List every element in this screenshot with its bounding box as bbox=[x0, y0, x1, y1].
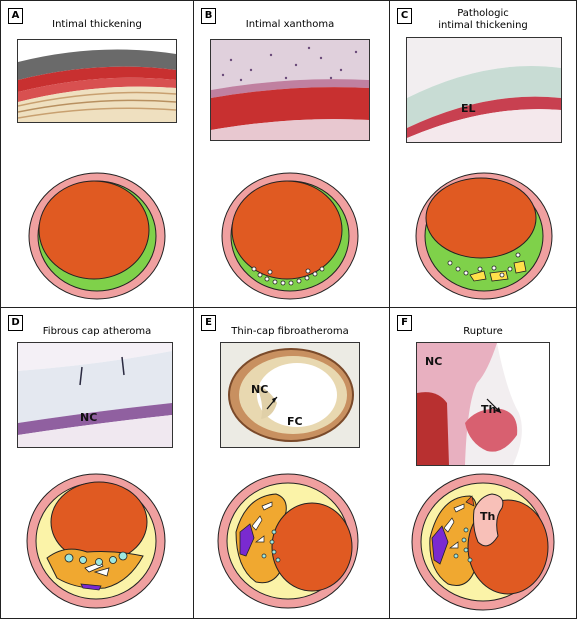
divider-horizontal bbox=[0, 307, 577, 308]
th-label: Th bbox=[481, 403, 496, 416]
artery-diagram bbox=[216, 472, 360, 610]
panel-letter: F bbox=[397, 315, 412, 331]
panel-title: Fibrous cap atheroma bbox=[42, 326, 152, 337]
nc-label: NC bbox=[251, 383, 268, 396]
fc-label: FC bbox=[287, 415, 303, 428]
nc-label: NC bbox=[425, 355, 442, 368]
artery-diagram: Th bbox=[410, 472, 556, 612]
panel-a: A Intimal thickening bbox=[1, 1, 193, 309]
panel-f: F Rupture NC Th bbox=[390, 308, 576, 616]
border-top bbox=[0, 0, 577, 1]
micrograph: NC Th bbox=[416, 342, 550, 466]
panel-title-line-1: Pathologic bbox=[457, 8, 509, 19]
artery-diagram bbox=[25, 472, 167, 610]
panel-letter: D bbox=[8, 315, 23, 331]
nc-label: NC bbox=[80, 411, 97, 424]
panel-letter: A bbox=[8, 8, 23, 24]
divider-vertical-2 bbox=[389, 0, 390, 619]
micrograph bbox=[210, 39, 370, 141]
el-label: EL bbox=[461, 102, 476, 115]
micrograph: EL bbox=[406, 37, 562, 143]
panel-title-line-2: intimal thickening bbox=[438, 20, 528, 31]
panel-title: Intimal thickening bbox=[52, 19, 142, 30]
panel-c: C Pathologic intimal thickening EL bbox=[390, 1, 576, 309]
divider-vertical-1 bbox=[193, 0, 194, 619]
artery-diagram bbox=[414, 171, 554, 301]
micrograph bbox=[17, 39, 177, 123]
panel-e: E Thin-cap fibroatheroma NC FC bbox=[194, 308, 386, 616]
panel-title: Thin-cap fibroatheroma bbox=[231, 326, 349, 337]
panel-letter: E bbox=[201, 315, 216, 331]
th-diagram-label: Th bbox=[480, 510, 495, 523]
micrograph: NC bbox=[17, 342, 173, 448]
panel-title: Rupture bbox=[463, 326, 503, 337]
panel-b: B Intimal xanthoma bbox=[194, 1, 386, 309]
panel-title: Intimal xanthoma bbox=[245, 19, 335, 30]
panel-letter: C bbox=[397, 8, 412, 24]
border-left bbox=[0, 0, 1, 619]
artery-diagram bbox=[27, 171, 167, 301]
artery-diagram bbox=[220, 171, 360, 301]
panel-letter: B bbox=[201, 8, 216, 24]
panel-d: D Fibrous cap atheroma NC bbox=[1, 308, 193, 616]
micrograph: NC FC bbox=[220, 342, 360, 448]
